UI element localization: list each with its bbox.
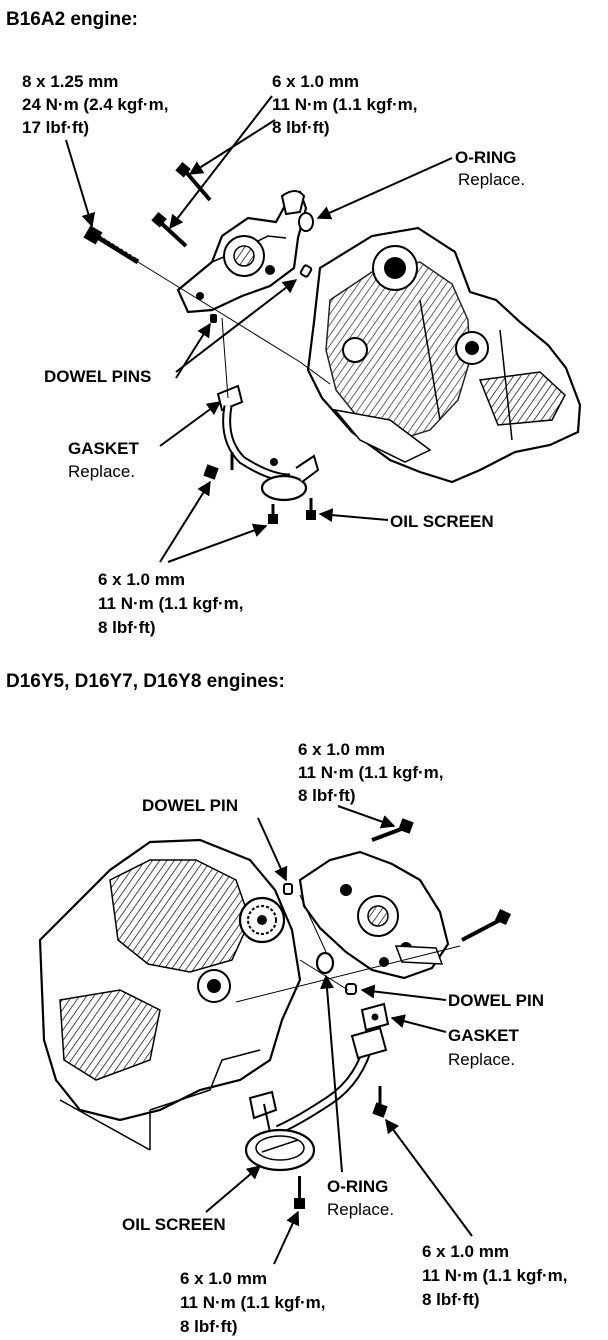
- callout-line: 8 lbf·ft): [422, 1290, 480, 1309]
- bolt-8x125-icon: [83, 225, 140, 265]
- dowel-pin-b16a2-b: [210, 314, 217, 323]
- o-ring-d16y: [315, 951, 335, 975]
- oil-screen-d16y: [244, 1026, 388, 1172]
- callout-line: 8 x 1.25 mm: [22, 72, 119, 91]
- dowel-pin-d16y-right: [345, 983, 357, 995]
- callout-line: 11 N·m (1.1 kgf·m,: [180, 1293, 326, 1312]
- dowel-pin-b16a2-a: [299, 264, 313, 278]
- engine-block-b16a2: [306, 226, 582, 484]
- oil-pump-b16a2: [176, 190, 308, 314]
- callout-line: 6 x 1.0 mm: [272, 72, 359, 91]
- callout-line: 11 N·m (1.1 kgf·m,: [298, 763, 444, 782]
- oil-pump-d16y: [298, 850, 450, 980]
- callout-line: 6 x 1.0 mm: [180, 1269, 267, 1288]
- bolt-6x10-top-icon-2: [371, 818, 511, 942]
- engine-block-d16y: [38, 838, 302, 1151]
- section-heading-d16y: D16Y5, D16Y7, D16Y8 engines:: [6, 671, 285, 692]
- callout-line: Replace.: [327, 1200, 395, 1219]
- callout-line: 17 lbf·ft): [22, 118, 90, 137]
- dowel-pin-d16y-left: [283, 883, 293, 895]
- callout-line: 11 N·m (1.1 kgf·m,: [272, 95, 418, 114]
- callout-line: 8 lbf·ft): [98, 618, 156, 637]
- leader-arrows-b16a2: [65, 95, 453, 563]
- section-heading-b16a2: B16A2 engine:: [6, 9, 138, 30]
- callout-line: 6 x 1.0 mm: [98, 570, 185, 589]
- callout-dowel-pin-right: DOWEL PIN: [448, 991, 545, 1010]
- callout-line: 6 x 1.0 mm: [422, 1242, 509, 1261]
- callout-line: 11 N·m (1.1 kgf·m,: [422, 1266, 568, 1285]
- callout-line: GASKET: [68, 439, 139, 458]
- callout-line: 8 lbf·ft): [180, 1317, 238, 1336]
- callout-line: GASKET: [448, 1026, 519, 1045]
- callout-line: Replace.: [448, 1050, 516, 1069]
- callout-line: O-RING: [455, 148, 517, 167]
- callout-dowel-pins: DOWEL PINS: [44, 367, 152, 386]
- callout-oil-screen-2: OIL SCREEN: [122, 1215, 226, 1234]
- callout-line: 24 N·m (2.4 kgf·m,: [22, 95, 169, 114]
- callout-line: 8 lbf·ft): [298, 786, 356, 805]
- callout-line: 6 x 1.0 mm: [298, 740, 385, 759]
- screen-bolt-icons-b16a2: [203, 452, 316, 524]
- callout-line: 11 N·m (1.1 kgf·m,: [98, 594, 244, 613]
- callout-oil-screen: OIL SCREEN: [390, 512, 494, 531]
- callout-line: Replace.: [68, 462, 136, 481]
- callout-line: O-RING: [327, 1177, 389, 1196]
- screen-bolt-icons-d16y: [294, 1086, 388, 1209]
- callout-line: Replace.: [458, 170, 526, 189]
- alignment-lines-b16a2: [137, 261, 331, 399]
- callout-dowel-pin-left: DOWEL PIN: [142, 796, 239, 815]
- leader-arrows-d16y: [205, 805, 473, 1265]
- o-ring-b16a2: [298, 212, 314, 232]
- bolt-6x10-top-icon: [151, 161, 212, 248]
- oil-screen-b16a2: [216, 384, 320, 502]
- callout-line: 8 lbf·ft): [272, 118, 330, 137]
